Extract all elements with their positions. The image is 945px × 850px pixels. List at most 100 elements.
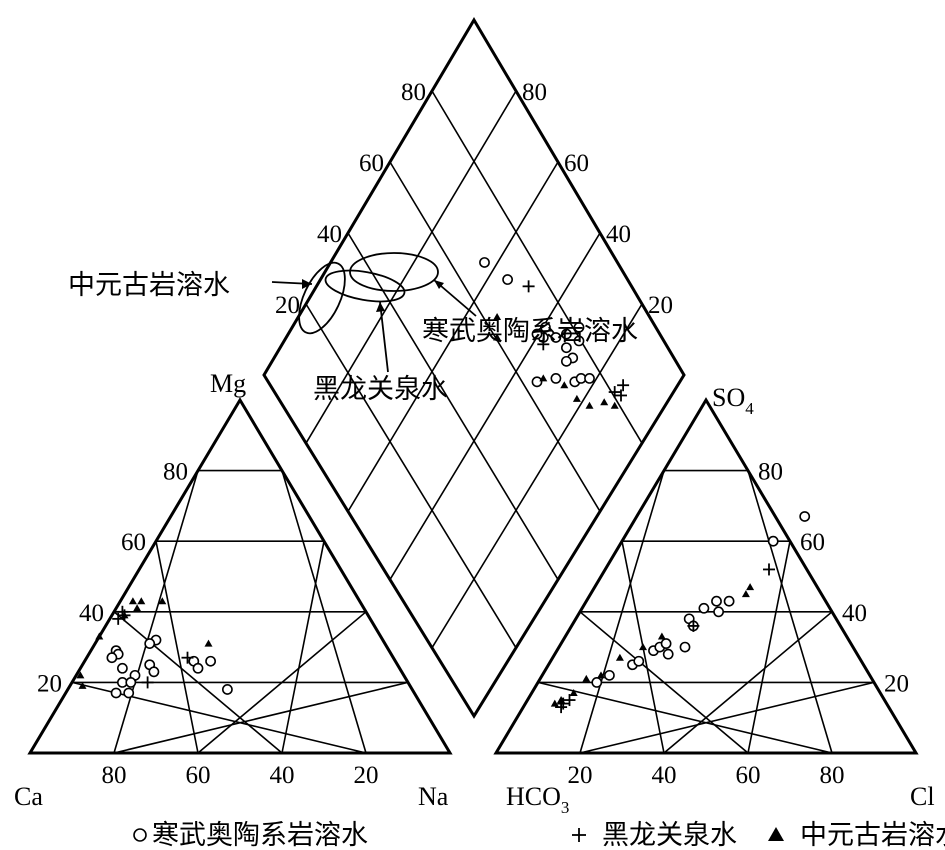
anion-point-circle (698, 602, 710, 614)
cation-point-circle (117, 662, 128, 674)
anion-so4-tick: 60 (800, 529, 825, 556)
diamond-grid-b (431, 303, 643, 649)
diamond-left-tick: 40 (317, 221, 342, 248)
anion-grid-r (579, 681, 875, 754)
cation-point-triangle (128, 597, 137, 605)
anion-point-circle (660, 638, 672, 649)
anion-point-circle (662, 648, 674, 660)
cation-grid-l (113, 611, 283, 754)
cation-point-triangle (158, 597, 167, 605)
diamond-grid-a (431, 90, 643, 444)
cation-point-triangle (133, 604, 142, 612)
anion-point-triangle (639, 643, 647, 651)
cation-grid-r (113, 681, 409, 754)
anion-grid-r (663, 611, 833, 754)
legend: 寒武奥陶系岩溶水 黑龙关泉水 中元古岩溶水 (133, 820, 945, 850)
anion-point-circle (767, 535, 779, 547)
anion-point-triangle (746, 583, 755, 591)
legend-circle-marker (133, 828, 147, 842)
cation-mg-tick: 80 (163, 459, 188, 486)
ellipse-hanwu (349, 252, 439, 292)
diamond-grid-a (347, 232, 559, 581)
anion-point-triangle (550, 699, 559, 707)
diamond-point-triangle (585, 401, 594, 409)
diamond-point-circle (550, 373, 562, 384)
legend-triangle-marker (768, 827, 784, 841)
diamond-point-circle (531, 376, 543, 388)
legend-label-zhongyuangu: 中元古岩溶水 (800, 820, 945, 850)
anion-grid-r (747, 541, 791, 754)
cation-point-triangle (95, 632, 104, 640)
cation-point-circle (106, 652, 118, 664)
cation-bottom-tick: 60 (186, 762, 211, 789)
diamond-grid-a (305, 303, 517, 649)
anion-point-circle (591, 677, 603, 688)
anion-point-circle (633, 655, 645, 667)
diamond-grid-b (305, 90, 517, 444)
annotation-zhongyuangu: 中元古岩溶水 (68, 270, 230, 300)
annotation-layer: 中元古岩溶水 寒武奥陶系岩溶水 黑龙关泉水 (68, 252, 638, 404)
cation-point-triangle (78, 681, 87, 689)
anion-apex-label: SO4 (712, 383, 754, 418)
diamond-point-circle (502, 274, 513, 285)
anion-so4-tick: 40 (842, 600, 867, 627)
cation-mg-tick: 20 (37, 670, 62, 697)
anion-point-circle (723, 595, 735, 607)
diamond-grid-b (347, 161, 559, 512)
anion-point-cross (563, 694, 576, 707)
diamond-point-circle (550, 332, 562, 343)
cation-point-cross (181, 651, 194, 664)
cation-point-triangle (204, 639, 213, 647)
anion-left-sub: 3 (561, 798, 570, 817)
cation-point-cross (141, 676, 154, 689)
cation-point-circle (125, 677, 137, 688)
cation-point-circle (123, 687, 135, 699)
anion-point-triangle (615, 653, 624, 661)
grid-layer (27, 17, 919, 755)
diamond-left-tick: 60 (359, 150, 384, 177)
anion-point-circle (604, 669, 615, 681)
cation-point-triangle (120, 611, 129, 619)
cation-point-circle (110, 687, 122, 699)
marker-layer (76, 257, 811, 714)
cation-point-triangle (76, 671, 85, 679)
anion-right-label: Cl (910, 782, 935, 811)
anion-frame (493, 397, 919, 755)
arrow-zhongyuangu-head (302, 279, 312, 289)
diamond-right-tick: 60 (564, 150, 589, 177)
anion-bottom-tick: 80 (820, 762, 845, 789)
legend-cross-marker (572, 828, 586, 842)
anion-apex-sub: 4 (745, 399, 754, 418)
diamond-point-circle (573, 321, 585, 333)
annotation-hanwu: 寒武奥陶系岩溶水 (422, 316, 638, 346)
diamond-point-triangle (560, 381, 569, 389)
cation-mg-tick: 40 (79, 600, 104, 627)
arrow-heilongguan (379, 301, 389, 373)
diamond-point-cross (522, 280, 535, 293)
anion-point-circle (711, 595, 722, 607)
diamond-point-circle (561, 342, 572, 354)
cation-bottom-tick: 40 (270, 762, 295, 789)
diamond-left-tick: 20 (275, 292, 300, 319)
label-layer: Mg Ca Na SO4 HCO3 Cl (14, 369, 935, 817)
diamond-grid-b (389, 232, 601, 581)
diamond-frame (262, 17, 686, 719)
cation-grid-l (155, 541, 199, 754)
ellipse-heilongguan (324, 269, 406, 303)
anion-apex-main: SO (712, 383, 745, 412)
cation-grid-r (197, 611, 367, 754)
diamond-point-cross (615, 389, 627, 402)
diamond-point-triangle (539, 374, 548, 382)
cation-bottom-tick: 20 (354, 762, 379, 789)
diamond-point-triangle (493, 333, 502, 341)
diamond-point-cross (537, 338, 550, 351)
cation-point-circle (205, 655, 216, 667)
anion-point-circle (713, 606, 724, 618)
anion-so4-tick: 20 (884, 670, 909, 697)
diamond-point-circle (584, 373, 595, 384)
anion-point-triangle (741, 590, 750, 598)
anion-left-main: HCO (506, 782, 561, 811)
cation-apex-label: Mg (210, 369, 246, 398)
cation-right-label: Na (418, 782, 449, 811)
